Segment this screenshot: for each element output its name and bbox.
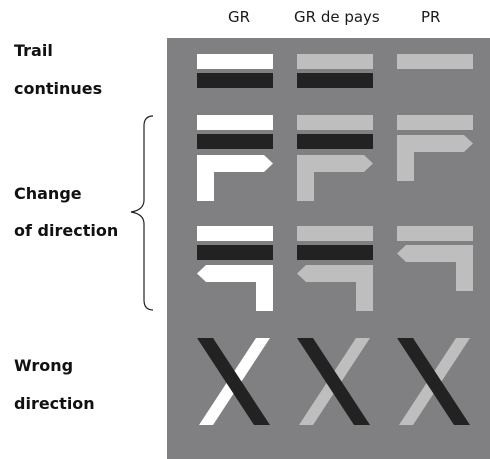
column-header-gr-de-pays: GR de pays: [294, 8, 380, 26]
marker-grp-turn-right: [297, 115, 373, 201]
marker-pr-wrong: [397, 338, 470, 425]
marker-grp-continue: [297, 54, 373, 88]
marker-gr-turn-left: [197, 226, 273, 311]
curly-brace: [130, 115, 154, 311]
marker-pr-turn-right: [397, 115, 473, 181]
row-label-trail: Trail: [14, 41, 53, 60]
marker-grp-turn-left: [297, 226, 373, 311]
column-header-pr: PR: [421, 8, 441, 26]
marker-pr-turn-left: [397, 226, 473, 291]
row-label-continues: continues: [14, 79, 103, 98]
marker-gr-wrong: [197, 338, 270, 425]
marker-pr-continue: [397, 54, 473, 69]
marker-grp-wrong: [297, 338, 370, 425]
marker-gr-continue: [197, 54, 273, 88]
marker-gr-turn-right: [197, 115, 273, 201]
row-label-of-direction: of direction: [14, 221, 119, 240]
row-label-change: Change: [14, 184, 82, 203]
column-header-gr: GR: [228, 8, 251, 26]
row-label-wrong: Wrong: [14, 356, 74, 375]
row-label-direction: direction: [14, 394, 95, 413]
